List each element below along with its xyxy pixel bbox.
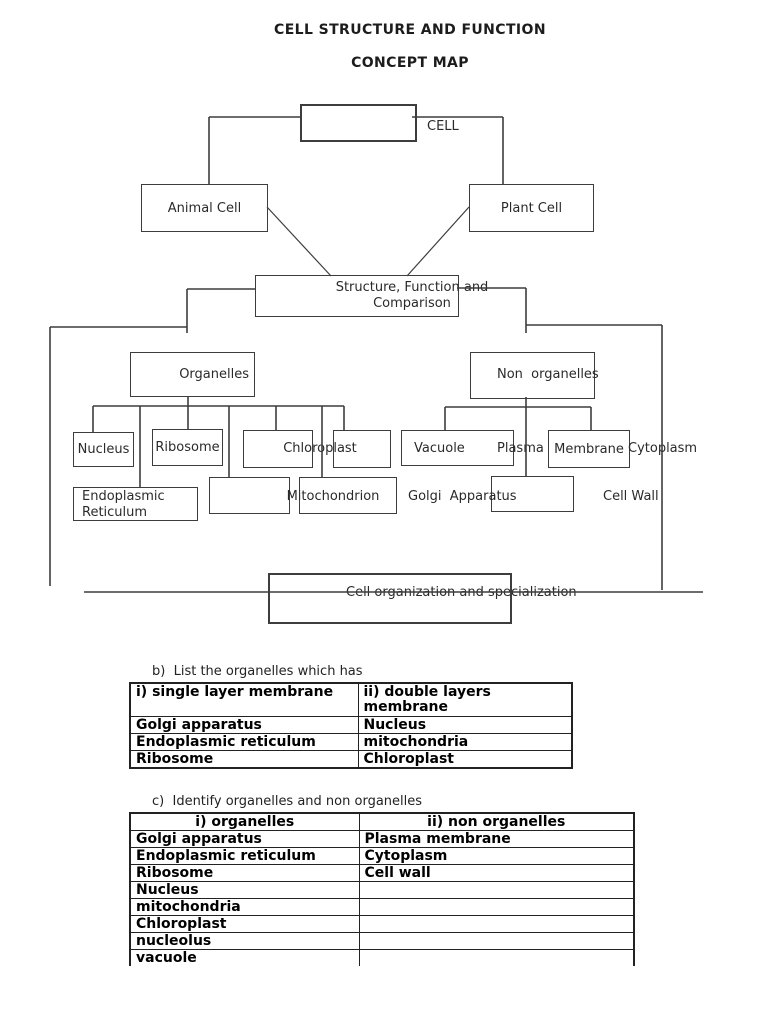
nucleus-box: Nucleus bbox=[73, 432, 134, 467]
header-non-organelles: ii) non organelles bbox=[358, 812, 635, 831]
membrane-label: Membrane bbox=[554, 441, 624, 457]
non-organelles-box bbox=[470, 352, 595, 399]
table-cell bbox=[358, 898, 635, 916]
plasma-label: Plasma bbox=[497, 441, 544, 456]
cell-box bbox=[300, 104, 417, 142]
mitochondrion-box bbox=[299, 477, 397, 514]
vacuole-box: Vacuole bbox=[401, 430, 514, 466]
chloroplast-label: Chloroplast bbox=[283, 441, 357, 456]
plant-cell-box: Plant Cell bbox=[469, 184, 594, 232]
structure-function-label-line2: Comparison bbox=[373, 296, 451, 311]
golgi-apparatus-label: Golgi Apparatus bbox=[408, 489, 517, 504]
empty-box bbox=[209, 477, 290, 514]
header-single-layer: i) single layer membrane bbox=[129, 682, 359, 717]
mitochondrion-label: Mitochondrion bbox=[286, 489, 380, 504]
plant-cell-label: Plant Cell bbox=[500, 200, 563, 216]
table-header-row: i) single layer membrane ii) double laye… bbox=[129, 682, 573, 717]
table-cell: Nucleus bbox=[357, 716, 573, 734]
table-cell: vacuole bbox=[129, 949, 360, 966]
section-b-caption: b) List the organelles which has bbox=[152, 664, 363, 679]
table-cell: Endoplasmic reticulum bbox=[129, 733, 359, 751]
structure-function-label-line1: Structure, Function and bbox=[335, 280, 489, 295]
table-cell bbox=[358, 932, 635, 950]
table-row: Chloroplast bbox=[129, 915, 635, 933]
golgi-apparatus-box bbox=[491, 476, 574, 512]
table-row: Nucleus bbox=[129, 881, 635, 899]
cytoplasm-label: Cytoplasm bbox=[628, 441, 698, 456]
animal-cell-label: Animal Cell bbox=[167, 200, 242, 216]
cell-wall-label: Cell Wall bbox=[603, 489, 659, 504]
table-row: nucleolus bbox=[129, 932, 635, 950]
single-double-membrane-table: i) single layer membrane ii) double laye… bbox=[129, 682, 573, 769]
table-row: vacuole bbox=[129, 949, 635, 966]
table-cell: Nucleus bbox=[129, 881, 360, 899]
organelles-label: Organelles bbox=[179, 367, 249, 382]
chloroplast-box-left bbox=[243, 430, 313, 468]
table-cell: Cytoplasm bbox=[358, 847, 635, 865]
organelles-non-organelles-table: i) organelles ii) non organelles Golgi a… bbox=[129, 812, 635, 966]
table-cell: Ribosome bbox=[129, 750, 359, 769]
table-header-row: i) organelles ii) non organelles bbox=[129, 812, 635, 831]
cell-organization-label: Cell organization and specialization bbox=[346, 585, 577, 600]
table-row: mitochondria bbox=[129, 898, 635, 916]
table-cell bbox=[358, 915, 635, 933]
table-cell: Endoplasmic reticulum bbox=[129, 847, 360, 865]
table-cell: mitochondria bbox=[129, 898, 360, 916]
table-cell: Golgi apparatus bbox=[129, 716, 359, 734]
nucleus-label: Nucleus bbox=[77, 442, 130, 457]
page-subtitle: CONCEPT MAP bbox=[351, 55, 469, 71]
header-double-layers: ii) double layers membrane bbox=[357, 682, 573, 717]
page-title: CELL STRUCTURE AND FUNCTION bbox=[274, 22, 546, 38]
header-organelles: i) organelles bbox=[129, 812, 360, 831]
ribosome-label: Ribosome bbox=[155, 440, 220, 455]
chloroplast-box-right bbox=[333, 430, 391, 468]
organelles-box: Organelles bbox=[130, 352, 255, 397]
table-cell: Plasma membrane bbox=[358, 830, 635, 848]
table-cell: Chloroplast bbox=[129, 915, 360, 933]
vacuole-label: Vacuole bbox=[414, 440, 465, 456]
ribosome-box: Ribosome bbox=[152, 429, 223, 466]
endoplasmic-reticulum-box: Endoplasmic Reticulum bbox=[73, 487, 198, 521]
section-c-caption: c) Identify organelles and non organelle… bbox=[152, 794, 423, 809]
table-cell: Chloroplast bbox=[357, 750, 573, 769]
table-cell: Cell wall bbox=[358, 864, 635, 882]
table-cell: mitochondria bbox=[357, 733, 573, 751]
table-cell: nucleolus bbox=[129, 932, 360, 950]
animal-cell-box: Animal Cell bbox=[141, 184, 268, 232]
membrane-box: Membrane bbox=[548, 430, 630, 468]
structure-function-box bbox=[255, 275, 459, 317]
non-organelles-label: Non organelles bbox=[497, 367, 599, 382]
table-cell: Ribosome bbox=[129, 864, 360, 882]
table-cell bbox=[358, 949, 635, 966]
table-cell bbox=[358, 881, 635, 899]
cell-box-label: CELL bbox=[427, 119, 459, 134]
table-cell: Golgi apparatus bbox=[129, 830, 360, 848]
cell-organization-box bbox=[268, 573, 512, 624]
endoplasmic-reticulum-label: Endoplasmic Reticulum bbox=[82, 489, 165, 520]
